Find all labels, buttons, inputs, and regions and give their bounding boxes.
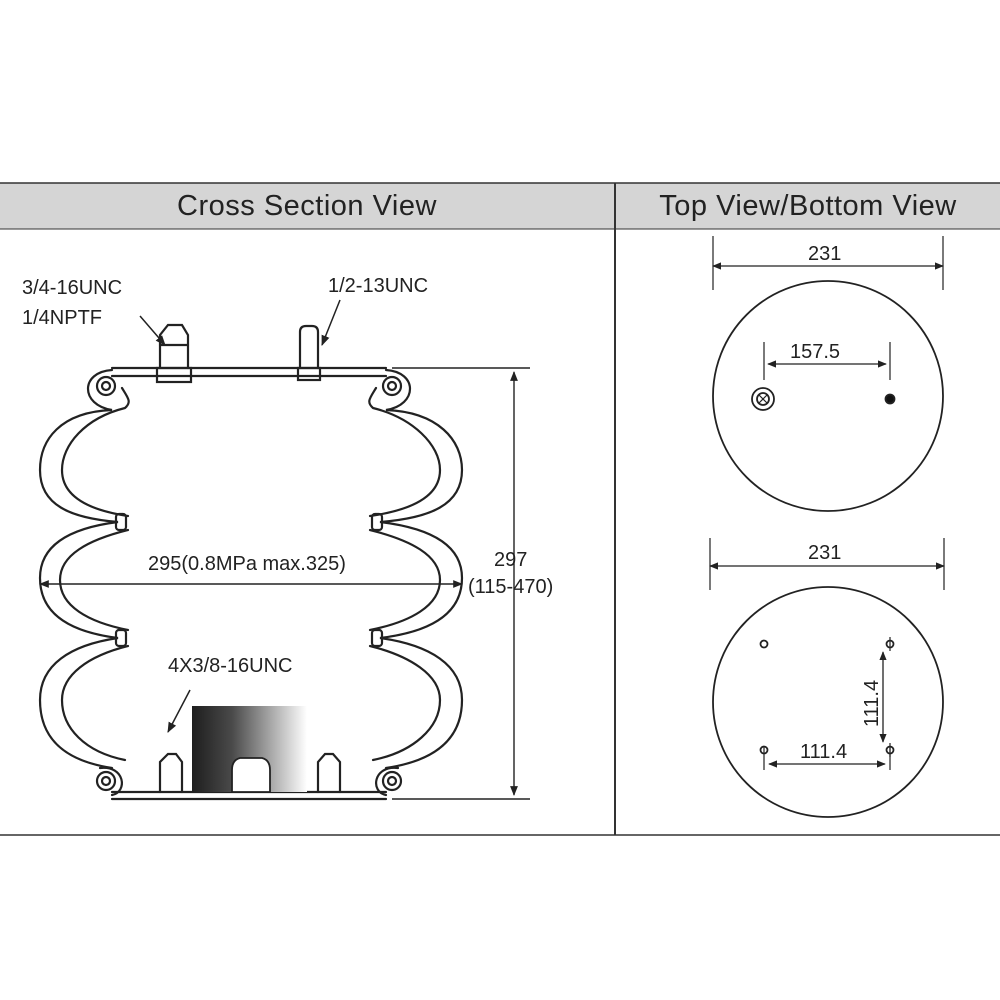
stud-thread-label: 1/2-13UNC [328,275,428,297]
port-thread-label-2: 1/4NPTF [22,307,102,329]
bottom-bolt-label: 4X3/8-16UNC [168,655,293,677]
bottom-diameter-label: 231 [808,542,841,564]
diagram-frame: Cross Section View Top View/Bottom View [0,183,1000,835]
height-range-label: (115-470) [468,576,553,598]
air-port-symbol [751,387,775,411]
mounting-stud-top [298,324,320,370]
bottom-view-outline [712,586,944,818]
air-port-fitting [158,323,190,370]
height-dimension-label: 297 [494,549,527,571]
cross-section-header: Cross Section View [0,183,614,229]
bolt-spacing-vertical-label: 111.4 [861,680,883,727]
bumper-piston [192,706,307,793]
dimension-lines [39,367,530,800]
leader-lines [139,299,341,733]
top-view-outline [712,280,944,512]
mounting-stud-bottom-left [158,752,184,794]
stud-hole [884,393,896,405]
bottom-view [709,538,945,818]
port-spacing-label: 157.5 [790,341,840,363]
top-bottom-view-header: Top View/Bottom View [616,183,1000,229]
bellows-left-inner [58,386,130,762]
bolt-spacing-horizontal-label: 111.4 [800,741,847,763]
mounting-stud-bottom-right [316,752,342,794]
air-spring-cross-section [38,323,464,801]
width-dimension-label: 295(0.8MPa max.325) [148,553,346,575]
bellows-right-outer [379,368,464,770]
top-view [712,236,944,512]
top-diameter-label: 231 [808,243,841,265]
frame-lines [0,182,1000,836]
bolt-hole [759,639,769,649]
bellows-right-inner [368,386,442,762]
port-thread-label-1: 3/4-16UNC [22,277,122,299]
bellows-left-outer [38,368,119,770]
